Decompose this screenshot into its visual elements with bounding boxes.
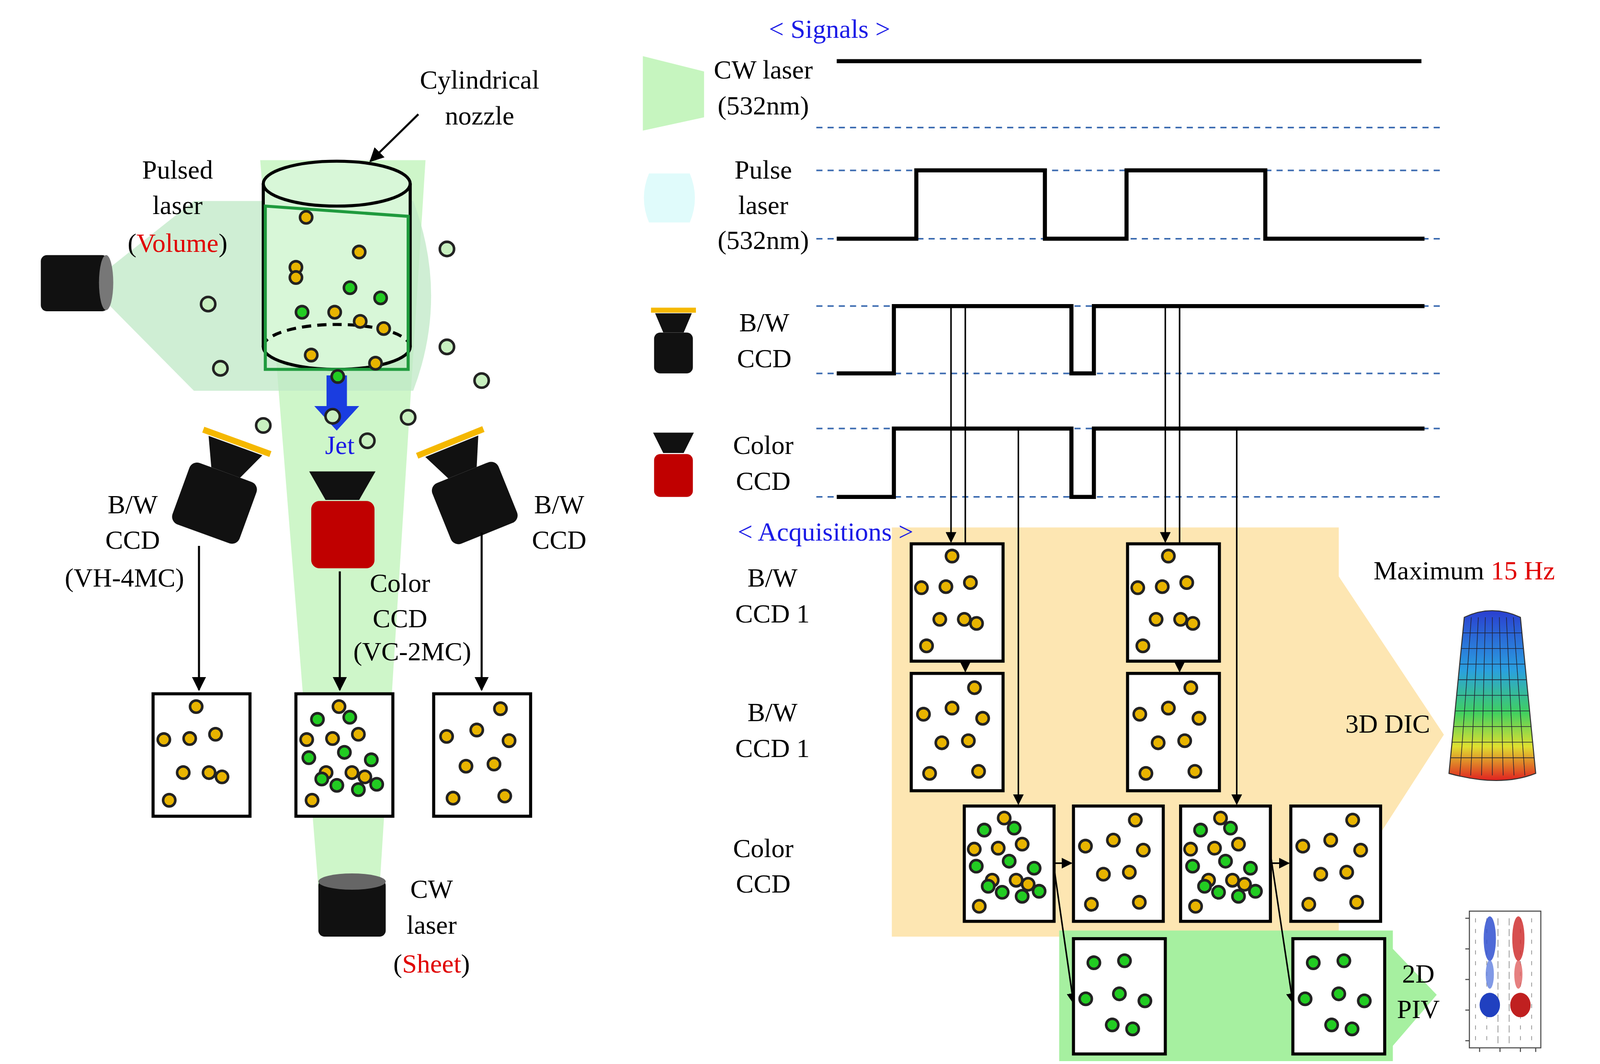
nozzle (263, 161, 411, 370)
signal-baselines (816, 127, 1444, 497)
text-label: (VC-2MC) (353, 634, 472, 670)
dic-band (891, 527, 1444, 937)
text-label: B/W CCD 1 (731, 695, 814, 767)
pulsed-laser (40, 255, 114, 312)
text-label: 2D PIV (1382, 957, 1454, 1028)
text-label: (Sheet) (393, 946, 470, 983)
label-text: 3D DIC (1345, 709, 1430, 739)
label-text: 15 Hz (1490, 556, 1555, 586)
signal-waveforms (836, 61, 1425, 498)
text-label: (Volume) (127, 226, 228, 262)
text-label: B/W CCD (521, 487, 598, 558)
label-text: B/W CCD (532, 489, 587, 555)
label-text: B/W CCD 1 (735, 563, 810, 628)
label-text: (VC-2MC) (353, 636, 472, 667)
text-label: < Acquisitions > (737, 515, 914, 551)
label-text: Cylindrical nozzle (419, 65, 540, 130)
text-label: Pulse laser (532nm) (712, 153, 815, 260)
label-text: < Signals > (769, 14, 891, 45)
dic-result (1449, 610, 1536, 781)
text-label: CW laser (532nm) (705, 53, 821, 124)
leader-line (370, 114, 419, 162)
text-label: 3D DIC (1345, 707, 1430, 743)
text-label: Color CCD (722, 831, 805, 903)
text-label: B/W CCD (94, 487, 171, 558)
label-text: ) (218, 228, 227, 259)
image-frames (153, 544, 1385, 1055)
cw-icon (642, 56, 704, 131)
text-label: B/W CCD (726, 306, 803, 377)
label-text: Maximum (1373, 556, 1485, 586)
text-label: Color CCD (725, 428, 802, 500)
color-camera (309, 471, 376, 568)
label-text: ( (393, 949, 402, 979)
label-text: Sheet (402, 949, 462, 979)
piv-band (1059, 930, 1437, 1062)
text-label: Pulsed laser (126, 153, 229, 224)
color-camera-icon (653, 432, 694, 497)
label-text: Pulse laser (532nm) (717, 155, 809, 256)
label-text: Color CCD (369, 568, 431, 634)
text-label: < Signals > (769, 12, 891, 48)
cw-laser (318, 873, 386, 937)
label-text: Pulsed laser (142, 155, 214, 220)
label-text: Color CCD (733, 833, 794, 899)
label-text: Jet (325, 430, 355, 461)
text-label: Jet (325, 428, 355, 465)
label-text: CW laser (406, 874, 457, 940)
camera-arrows (198, 532, 482, 690)
text-label: Cylindrical nozzle (403, 63, 557, 134)
label-text: Color CCD (733, 430, 794, 496)
label-text: Volume (136, 228, 219, 259)
label-text: B/W CCD (737, 307, 792, 373)
label-text: ) (461, 949, 470, 979)
label-text: B/W CCD (105, 489, 160, 555)
bw-camera (417, 429, 521, 547)
laser-sheet (260, 160, 426, 888)
label-text: CW laser (532nm) (713, 55, 813, 120)
label-text: < Acquisitions > (737, 517, 914, 547)
pulse-icon (643, 173, 695, 223)
piv-result (1469, 911, 1541, 1049)
bw-camera-icon (650, 310, 696, 374)
text-label: (VH-4MC) (64, 561, 184, 597)
text-label: CW laser (385, 872, 478, 943)
text-label: B/W CCD 1 (731, 561, 814, 632)
label-text: 2D PIV (1396, 959, 1440, 1024)
label-text: (VH-4MC) (64, 563, 184, 593)
label-text: ( (127, 228, 137, 259)
bw-camera (170, 429, 271, 546)
text-label: Color CCD (361, 566, 439, 637)
text-label: Maximum15 Hz (1373, 554, 1555, 590)
label-text: B/W CCD 1 (735, 697, 810, 763)
